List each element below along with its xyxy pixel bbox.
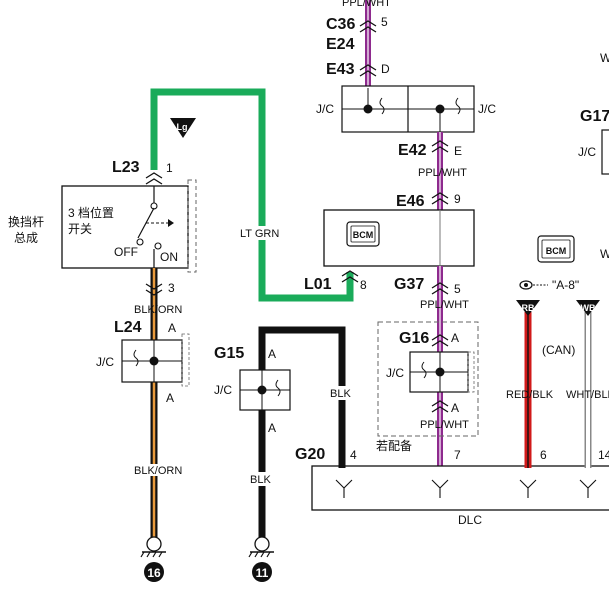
pin-l24-bot: A [166,391,174,405]
junction-connector-g16 [409,351,475,393]
wire-label-bg-blk [328,386,356,400]
optional-region [377,321,479,437]
pin-dlc-14: 14 [598,448,609,462]
optional-label: 若配备 [376,439,412,453]
bcm-reference-label: BCM [546,246,567,256]
jc-label-top-right: J/C [478,102,496,116]
connector-g15: G15 [214,345,244,362]
wire-label-ppl-wht-g16: PPL/WHT [420,419,469,431]
junction-connector-top [341,85,475,133]
pin-l23-bottom: 3 [168,281,175,295]
lt-grn-wire [150,88,354,302]
assembly-label-1: 换挡杆 [8,215,44,229]
wire-label-red-blk: RED/BLK [506,389,554,401]
connector-ticks-l01 [341,270,359,283]
jc-label-g15: J/C [214,383,232,397]
switch-subtitle: 开关 [68,222,92,236]
label-w-top: W [600,51,609,65]
connector-e24: E24 [326,36,355,53]
wire-label-bg-blk-2 [248,472,276,486]
label-w-mid: W [600,247,609,261]
pin-e42: E [454,144,462,158]
pin-g37: 5 [454,282,461,296]
wire-label-lt-grn: LT GRN [240,228,279,240]
connector-e43: E43 [326,61,355,78]
pin-g15-top: A [268,347,276,361]
connector-ticks-g37 [431,282,449,413]
switch-title: 3 档位置 [68,205,114,220]
switch-off: OFF [114,245,138,259]
junction-connector-l24 [121,333,190,387]
ground-11-label: 11 [256,566,269,580]
connector-g16: G16 [399,330,429,347]
wire-label-blk-orn-bot: BLK/ORN [134,465,182,477]
pin-l01: 8 [360,278,367,292]
position-switch [61,179,197,273]
pin-l24-top: A [168,321,176,335]
ground-16-label: 16 [147,566,161,580]
lg-label: Lg [177,122,188,132]
wire-label-wht-blk: WHT/BLK [566,389,609,401]
connector-ticks-l23 [145,172,163,185]
connector-e46: E46 [396,193,425,210]
bcm-reference-icon [537,235,575,263]
assembly-label-2: 总成 [14,231,38,245]
connector-l23: L23 [112,159,140,176]
wire-label-ppl-wht-g37: PPL/WHT [420,299,469,311]
connector-g17: G17 [580,108,609,125]
can-label: (CAN) [542,343,575,357]
wire-label-ppl-wht-top: PPL/WHT [342,0,391,9]
dlc-connector [311,465,609,511]
pin-g16-top: A [451,331,459,345]
switch-on: ON [160,250,178,264]
jc-label-g17: J/C [578,145,596,159]
wire-label-ppl-wht-mid: PPL/WHT [418,167,467,179]
connector-g20: G20 [295,446,325,463]
bcm-module [323,209,475,267]
pin-g16-bot: A [451,401,459,415]
pin-l23: 1 [166,161,173,175]
connector-e42: E42 [398,142,427,159]
wire-label-bg [240,226,282,240]
connector-c36: C36 [326,16,355,33]
rb-label: RB [522,303,535,313]
wb-flag [576,300,600,316]
wire-label-blk-down: BLK [250,474,271,486]
connector-ticks-l23-bottom [145,283,163,296]
bcm-label: BCM [353,230,374,240]
connector-ticks-e42 [431,140,449,205]
ground-16 [140,536,166,582]
pin-e46: 9 [454,192,461,206]
rb-flag [516,300,540,316]
wire-label-blk-orn-top: BLK/ORN [134,304,182,316]
eye-reference-icon [519,280,548,290]
ground-11 [248,536,274,582]
pin-e43: D [381,62,390,76]
wb-label: WB [581,303,596,313]
reference-a8: "A-8" [552,278,579,292]
junction-connector-g17 [601,129,609,175]
wire-label-bg-blk-orn [132,464,180,476]
connector-g37: G37 [394,276,424,293]
pin-g15-bot: A [268,421,276,435]
jc-label-top-left: J/C [316,102,334,116]
lg-flag [170,118,196,138]
pin-dlc-7: 7 [454,448,461,462]
connector-l01: L01 [304,276,332,293]
connector-l24: L24 [114,319,142,336]
dlc-label: DLC [458,513,482,527]
wire-label-blk-loop: BLK [330,388,351,400]
jc-label-g16: J/C [386,366,404,380]
pin-dlc-4: 4 [350,448,357,462]
connector-ticks-top [359,20,377,77]
pin-dlc-6: 6 [540,448,547,462]
junction-connector-g15 [239,369,291,411]
pin-c36: 5 [381,15,388,29]
jc-label-l24: J/C [96,355,114,369]
